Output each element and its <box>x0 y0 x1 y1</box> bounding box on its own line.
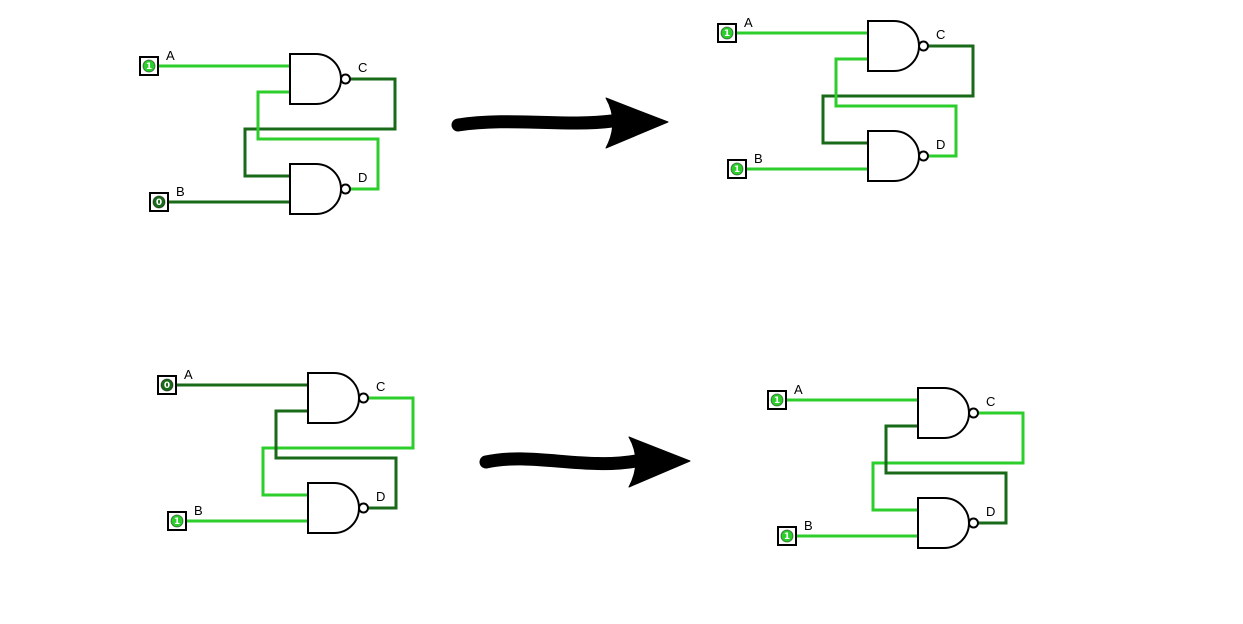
pin-a-value: 1 <box>724 29 730 39</box>
wire-feedback-d <box>256 90 380 191</box>
pin-a-value: 1 <box>146 62 152 72</box>
nand-gate-top[interactable] <box>867 20 929 72</box>
input-pin-b[interactable]: 1 <box>167 511 187 531</box>
input-pin-b[interactable]: 0 <box>149 192 169 212</box>
nand-gate-bottom[interactable] <box>867 130 929 182</box>
label-c: C <box>358 60 367 75</box>
wire-feedback-c <box>871 411 1025 512</box>
input-pin-a[interactable]: 1 <box>717 23 737 43</box>
input-pin-a[interactable]: 0 <box>157 375 177 395</box>
label-a: A <box>166 48 175 63</box>
label-c: C <box>986 394 995 409</box>
label-d: D <box>986 504 995 519</box>
nand-gate-top[interactable] <box>289 53 351 105</box>
label-b: B <box>804 518 813 533</box>
nand-gate-bottom[interactable] <box>289 163 351 215</box>
wire-feedback-d <box>834 57 958 158</box>
pin-b-value: 1 <box>784 532 790 542</box>
circuit-top-left: 1 0 A B C D <box>139 48 397 215</box>
label-c: C <box>936 27 945 42</box>
circuit-bottom-right: 1 1 A B C D <box>767 382 1025 549</box>
label-d: D <box>376 489 385 504</box>
pin-a-value: 1 <box>774 396 780 406</box>
pin-b-value: 1 <box>174 517 180 527</box>
label-d: D <box>936 137 945 152</box>
wire-feedback-c <box>821 44 975 145</box>
input-pin-b[interactable]: 1 <box>727 159 747 179</box>
input-pin-a[interactable]: 1 <box>139 56 159 76</box>
circuit-top-right: 1 1 A B C D <box>717 15 975 182</box>
label-b: B <box>194 503 203 518</box>
label-b: B <box>176 184 185 199</box>
wire-feedback-d <box>274 409 398 510</box>
wire-feedback-c <box>261 396 415 497</box>
transition-arrow-top-icon <box>451 97 669 149</box>
input-pin-b[interactable]: 1 <box>777 526 797 546</box>
label-a: A <box>794 382 803 397</box>
nand-gate-bottom[interactable] <box>307 482 369 534</box>
label-a: A <box>744 15 753 30</box>
label-c: C <box>376 379 385 394</box>
label-d: D <box>358 170 367 185</box>
input-pin-a[interactable]: 1 <box>767 390 787 410</box>
label-b: B <box>754 151 763 166</box>
nand-gate-top[interactable] <box>917 387 979 439</box>
transition-arrow-bottom-icon <box>479 436 691 488</box>
label-a: A <box>184 367 193 382</box>
nand-gate-top[interactable] <box>307 372 369 424</box>
wire-feedback-c <box>243 77 397 178</box>
pin-b-value: 0 <box>156 198 162 208</box>
circuit-bottom-left: 0 1 A B C D <box>157 367 415 534</box>
pin-a-value: 0 <box>164 381 170 391</box>
nand-gate-bottom[interactable] <box>917 497 979 549</box>
wire-feedback-d <box>884 424 1008 525</box>
pin-b-value: 1 <box>734 165 740 175</box>
